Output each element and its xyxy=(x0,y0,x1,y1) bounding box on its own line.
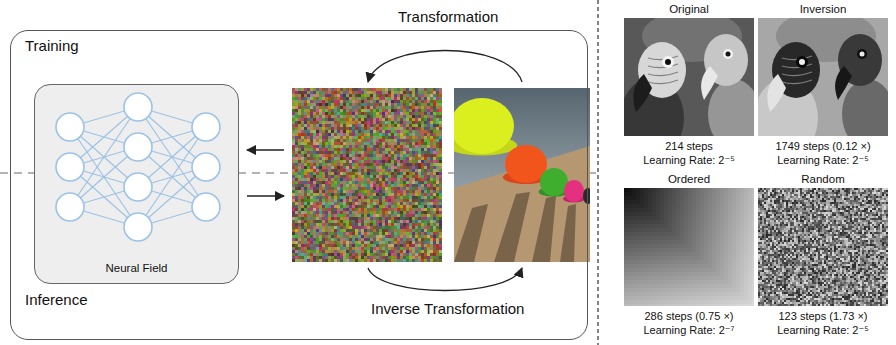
figure: Neural FieldTrainingInferenceOriginal214… xyxy=(0,0,896,345)
